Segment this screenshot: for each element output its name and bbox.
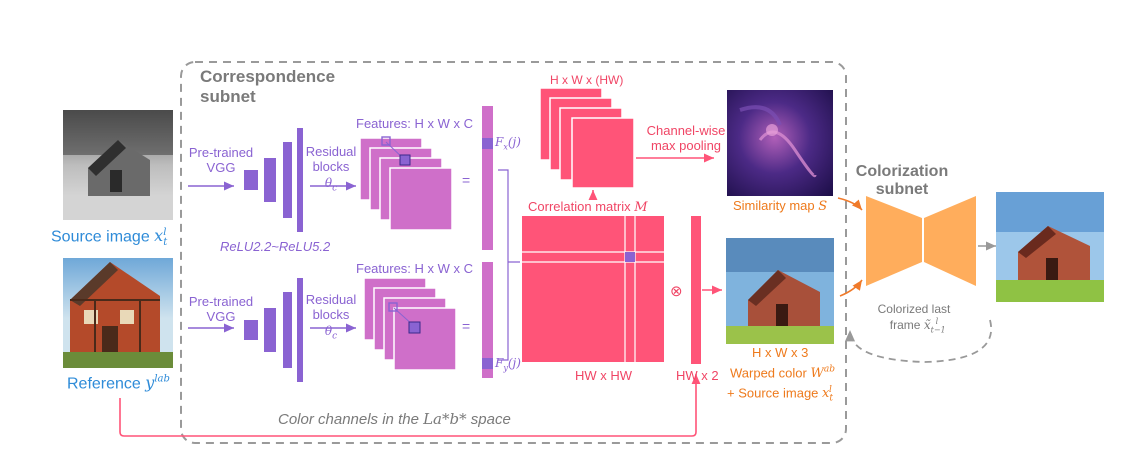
correspondence-subnet-border (180, 61, 847, 444)
reference-image (63, 258, 173, 368)
merge-brace (498, 169, 520, 361)
correlation-matrix (522, 216, 664, 362)
source-image-label: Source image xtl (51, 226, 168, 249)
vgg-top-block-1 (244, 170, 258, 190)
features-top-label: Features: H x W x C (356, 116, 474, 131)
warped-to-colorization-arrow (839, 279, 863, 297)
source-image (63, 110, 173, 220)
output-image (996, 192, 1104, 302)
last-frame-loop (844, 319, 993, 363)
feature-vector-y-cell (482, 358, 493, 369)
hw-stack (539, 87, 635, 189)
hw3-label: H x W x 3 (752, 345, 809, 360)
hw-x-hw-label: HW x HW (575, 368, 633, 383)
colorization-encoder (866, 196, 922, 286)
otimes-symbol: ⊗ (670, 283, 683, 300)
feature-vector-x-cell (482, 138, 493, 149)
feature-vector-y (482, 262, 493, 378)
feature-stack-top (359, 136, 453, 231)
equals-top: = (462, 172, 471, 188)
vgg-top-block-4 (297, 128, 303, 232)
features-bottom-label: Features: H x W x C (356, 261, 474, 276)
vgg-bottom-block-4 (297, 278, 303, 382)
relu-label: ReLU2.2~ReLU5.2 (220, 239, 331, 254)
color-channels-label: Color channels in the La*b* space (278, 410, 511, 428)
warp-vector (691, 216, 701, 364)
similarity-map (727, 90, 833, 196)
reference-image-label: Reference ylab (67, 373, 170, 393)
hw-x-2-label: HW x 2 (676, 368, 719, 383)
colorization-decoder (924, 196, 976, 286)
fx-label: Fx(j) (495, 135, 521, 152)
vgg-bottom-block-3 (283, 292, 292, 368)
channel-pooling-label: Channel-wise max pooling (646, 123, 726, 153)
residual-bottom-label: Residual blocks θc (305, 292, 357, 342)
vgg-top-label: Pre-trained VGG (188, 145, 254, 175)
vgg-bottom-label: Pre-trained VGG (188, 294, 254, 324)
colorization-title: Colorization subnet (855, 163, 949, 199)
vgg-bottom-block-2 (264, 308, 276, 352)
correlation-matrix-label: Correlation matrix M (528, 199, 648, 215)
color-channels-line (119, 374, 701, 437)
similarity-map-label: Similarity map S (733, 198, 828, 214)
warped-color-image (726, 238, 834, 344)
warped-color-label: Warped color Wab (730, 365, 835, 382)
fy-label: Fy(j) (495, 356, 521, 373)
equals-bottom: = (462, 318, 471, 334)
vgg-top-block-2 (264, 158, 276, 202)
residual-top-label: Residual blocks θc (305, 144, 357, 194)
correspondence-title: Correspondence subnet (200, 67, 336, 106)
vgg-bottom-block-1 (244, 320, 258, 340)
feature-vector-x (482, 106, 493, 250)
plus-source-label: + Source image xtl (727, 385, 834, 404)
similarity-to-colorization-arrow (837, 197, 863, 211)
vgg-top-block-3 (283, 142, 292, 218)
feature-stack-bottom (363, 277, 457, 371)
last-frame-label: Colorized last frame x̃t−1l (877, 302, 951, 335)
hw-stack-label: H x W x (HW) (550, 73, 624, 87)
